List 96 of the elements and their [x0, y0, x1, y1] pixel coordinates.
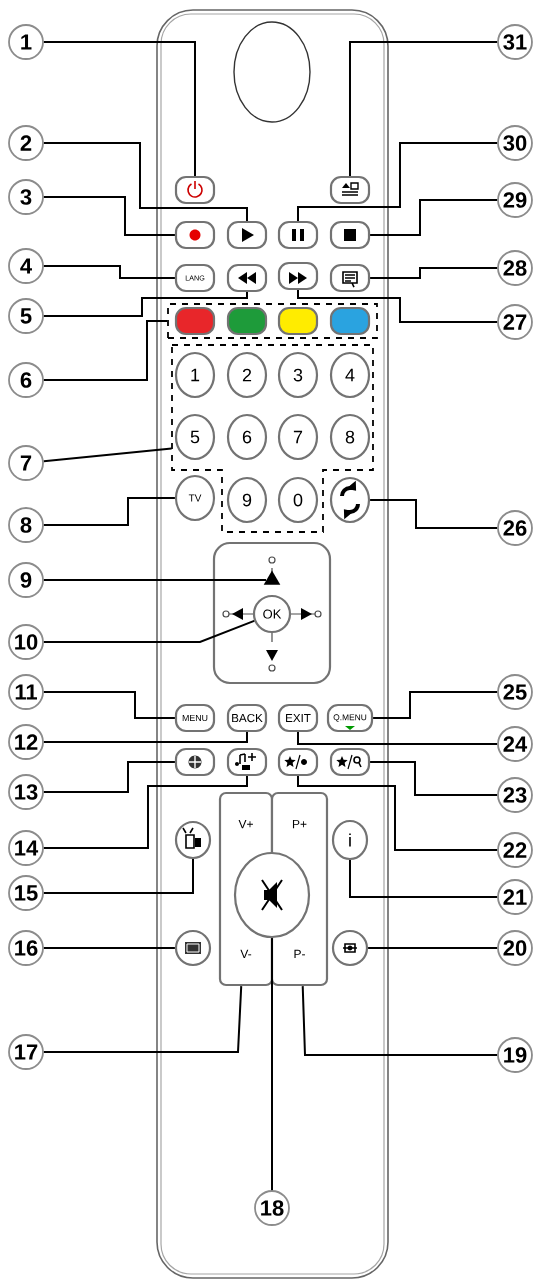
callout-number: 14 [8, 830, 44, 866]
round-button [329, 476, 371, 524]
remote-button [277, 220, 319, 250]
color-button [226, 306, 268, 336]
remote-button [174, 175, 216, 205]
round-button: 2 [226, 351, 268, 399]
dashed-outline [167, 303, 378, 339]
callout-number: 18 [254, 1190, 290, 1226]
round-button: TV [174, 474, 216, 522]
leader-line [369, 267, 499, 279]
callout-number: 25 [497, 674, 533, 710]
round-button: OK [252, 594, 292, 634]
dashed-outline [171, 344, 374, 533]
round-button: 6 [226, 413, 268, 461]
mute-button [233, 851, 311, 939]
remote-button: BACK [226, 703, 268, 733]
callout-number: 4 [8, 248, 44, 284]
leader-line [369, 761, 499, 796]
leader-line [42, 497, 176, 526]
round-button: 7 [277, 413, 319, 461]
callout-number: 10 [8, 624, 44, 660]
round-button [174, 820, 212, 860]
callout-number: 2 [8, 125, 44, 161]
callout-number: 29 [497, 182, 533, 218]
leader-line [42, 196, 176, 236]
leader-line [372, 691, 499, 719]
leader-line [297, 142, 499, 222]
leader-line [42, 947, 176, 949]
callout-number: 9 [8, 562, 44, 598]
leader-line [297, 289, 499, 323]
callout-number: 30 [497, 125, 533, 161]
callout-number: 5 [8, 298, 44, 334]
callout-number: 3 [8, 179, 44, 215]
callout-number: 17 [8, 1034, 44, 1070]
leader-line [42, 761, 176, 793]
leader-line [369, 199, 499, 236]
callout-number: 20 [497, 930, 533, 966]
color-button [329, 306, 371, 336]
callout-number: 22 [497, 832, 533, 868]
leader-line [42, 41, 196, 177]
leader-line [42, 691, 176, 719]
remote-button: MENU [174, 703, 216, 733]
callout-number: 13 [8, 774, 44, 810]
leader-line [367, 947, 499, 949]
leader-line [297, 731, 499, 745]
leader-line [42, 447, 173, 463]
callout-number: 12 [8, 724, 44, 760]
callout-number: 8 [8, 507, 44, 543]
round-button: 3 [277, 351, 319, 399]
callout-number: 6 [8, 362, 44, 398]
leader-line [349, 41, 499, 177]
round-button: 0 [277, 476, 319, 524]
leader-line [42, 265, 176, 279]
leader-line [42, 291, 248, 317]
leader-line [369, 499, 499, 529]
remote-button [329, 747, 371, 777]
callout-number: 26 [497, 510, 533, 546]
callout-number: 15 [8, 875, 44, 911]
callout-number: 16 [8, 930, 44, 966]
leader-line [42, 731, 248, 743]
remote-button [174, 220, 216, 250]
leader-line [297, 775, 499, 851]
round-button: 4 [329, 351, 371, 399]
callout-number: 28 [497, 250, 533, 286]
leader-line [42, 579, 267, 581]
leader-line [42, 320, 169, 381]
leader-line [42, 985, 243, 1053]
leader-line [271, 937, 273, 1192]
arrow-key [263, 570, 281, 585]
callout-number: 1 [8, 24, 44, 60]
color-button [174, 306, 216, 336]
remote-button: Q.MENU [326, 703, 374, 733]
leader-line [349, 859, 499, 898]
round-button: i [331, 819, 369, 861]
callout-number: 21 [497, 879, 533, 915]
leader-line [42, 858, 194, 894]
callout-number: 24 [497, 726, 533, 762]
callout-number: 19 [497, 1037, 533, 1073]
leader-line [42, 142, 248, 222]
round-button [331, 929, 369, 967]
callout-number: 23 [497, 777, 533, 813]
color-button [277, 306, 319, 336]
remote-button: EXIT [277, 703, 319, 733]
leader-line [42, 775, 248, 849]
round-button: 9 [226, 476, 268, 524]
remote-button [277, 747, 319, 777]
leader-line [42, 619, 256, 643]
leader-line [301, 985, 499, 1056]
round-button: 8 [329, 413, 371, 461]
round-button: 1 [174, 351, 216, 399]
round-button: 5 [174, 413, 216, 461]
callout-number: 11 [8, 674, 44, 710]
remote-button [226, 220, 268, 250]
callout-number: 27 [497, 304, 533, 340]
callout-number: 31 [497, 24, 533, 60]
callout-number: 7 [8, 445, 44, 481]
